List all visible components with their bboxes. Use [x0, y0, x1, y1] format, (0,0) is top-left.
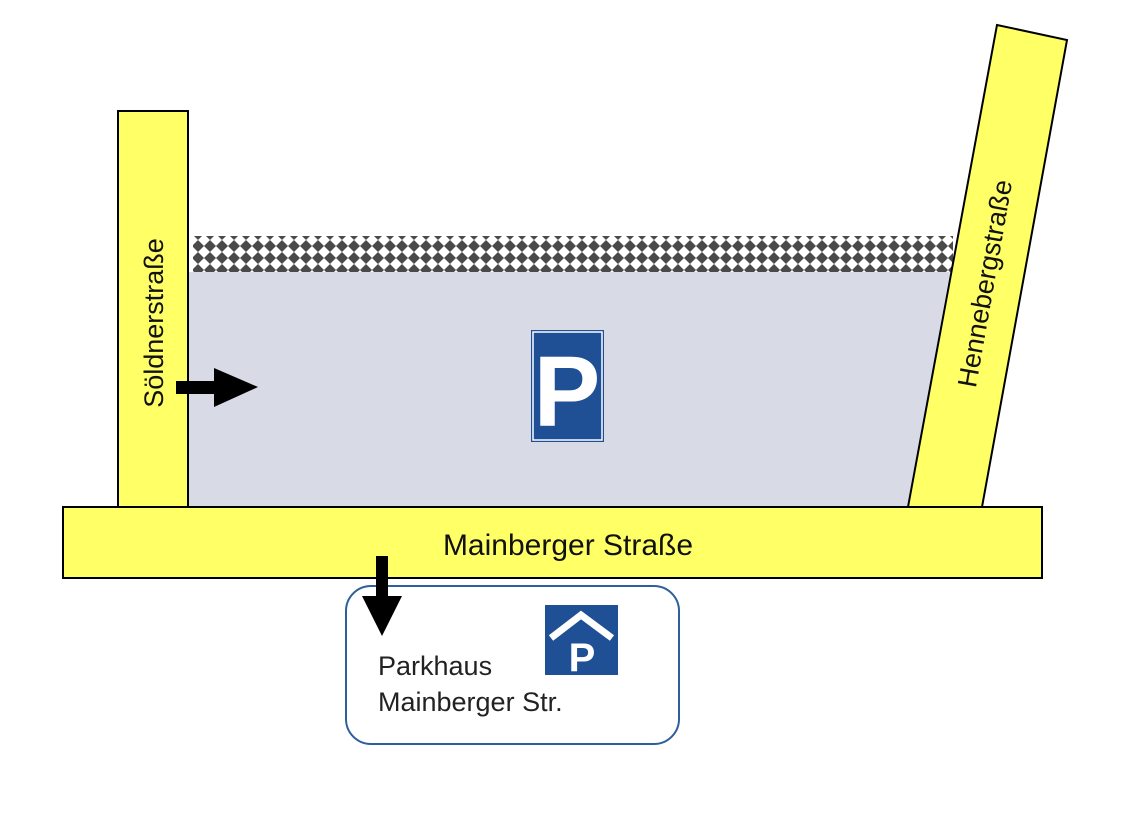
- street-mainberger-strasse: [62, 506, 1043, 579]
- parking-garage-box: [345, 585, 680, 745]
- parking-sign-icon: P: [531, 330, 604, 448]
- street-label-mainberger-strasse: Mainberger Straße: [443, 529, 693, 562]
- hedge-border: [193, 236, 953, 272]
- parking-garage-name-line1: Parkhaus: [378, 651, 493, 681]
- arrow-right-icon: [176, 368, 258, 407]
- parking-garage-name-line2: Mainberger Str.: [378, 687, 563, 717]
- arrow-down-icon: [362, 556, 402, 636]
- parking-sign-letter: P: [534, 336, 601, 448]
- parking-garage-sign-icon: P: [545, 605, 618, 675]
- street-label-soeldnerstrasse: Söldnerstraße: [139, 238, 169, 408]
- street-soeldnerstrasse: [117, 110, 189, 512]
- parking-garage-name: Parkhaus Mainberger Str.: [378, 648, 563, 720]
- parking-garage-sign-letter: P: [569, 636, 596, 675]
